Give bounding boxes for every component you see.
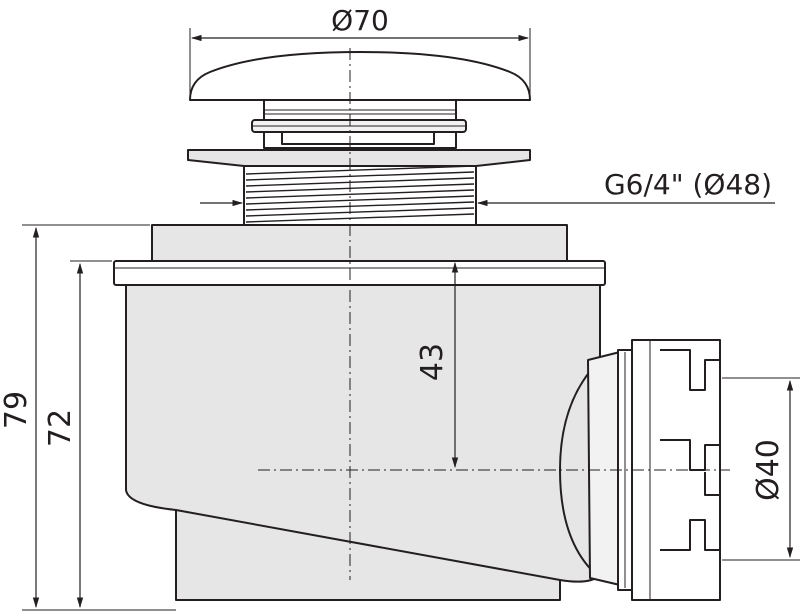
thread-label: G6/4" (Ø48) (604, 168, 772, 201)
dimension-thread: G6/4" (Ø48) (200, 168, 775, 207)
nut-rib-top (660, 349, 720, 391)
threaded-sleeve (243, 164, 477, 226)
thread-line (245, 171, 475, 181)
thread-line (245, 201, 475, 211)
outlet-height-label: 43 (415, 343, 450, 381)
body-height-label: 72 (43, 409, 78, 447)
cap-dome (189, 51, 531, 101)
rim-plate (113, 260, 606, 286)
stem (251, 99, 467, 149)
dimension-body-height: 72 (43, 260, 112, 609)
elbow-ring (587, 351, 621, 586)
upper-housing (151, 224, 568, 262)
stem-collar (281, 131, 435, 145)
lock-disc (187, 149, 531, 167)
nut-rib-bottom (660, 519, 720, 551)
thread-line (245, 177, 475, 187)
total-height-label: 79 (0, 391, 34, 429)
thread-line (245, 183, 475, 193)
dimension-outlet-height: 43 (415, 261, 459, 469)
thread-line (245, 195, 475, 205)
trap-body (118, 284, 601, 601)
thread-line (245, 189, 475, 199)
dimension-total-height: 79 (0, 224, 176, 611)
rim (113, 224, 606, 286)
thread-line (245, 213, 475, 223)
lock-disc-shape (187, 149, 531, 167)
sleeve-body (243, 164, 477, 226)
thread-line (245, 165, 475, 175)
cap-diameter-label: Ø70 (331, 4, 389, 37)
dimension-cap-diameter: Ø70 (189, 4, 531, 98)
nut-rib-mid (660, 439, 721, 496)
dimension-outlet-diameter: Ø40 (722, 377, 800, 561)
drain-cap (189, 51, 531, 101)
thread-line (245, 207, 475, 217)
outlet-diameter-label: Ø40 (751, 439, 786, 501)
